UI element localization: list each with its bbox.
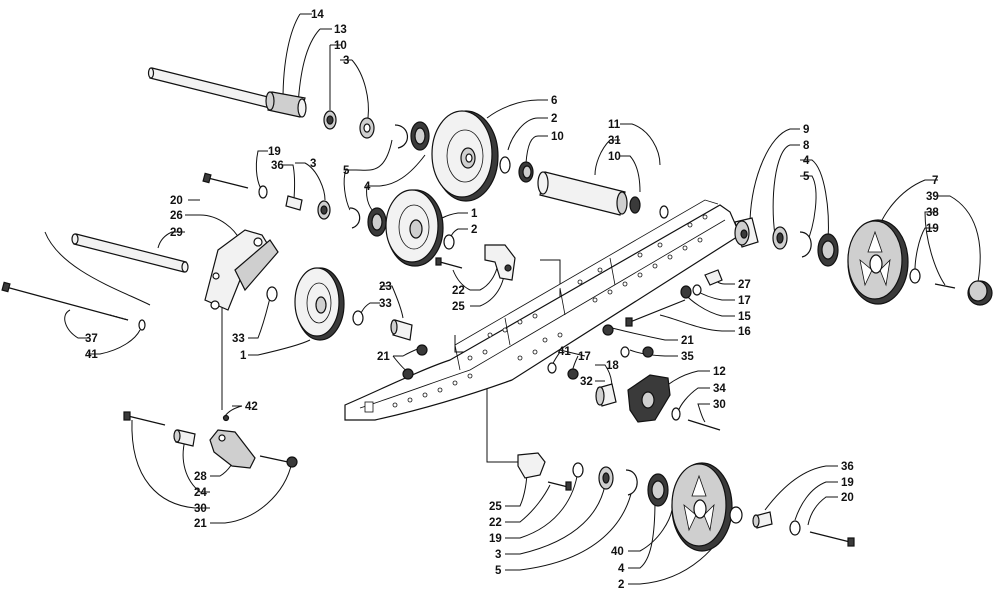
callout-18: 18 — [606, 360, 619, 372]
callout-labels: 14 13 10 3 6 2 10 11 31 10 9 8 4 5 7 39 … — [85, 9, 939, 591]
callout-13: 13 — [334, 24, 347, 36]
shock-bracket-upper — [435, 244, 516, 281]
callout-22: 22 — [452, 285, 465, 297]
spacer-washer-nut — [499, 156, 534, 183]
callout-5: 5 — [803, 171, 810, 183]
callout-35: 35 — [681, 351, 694, 363]
callout-16: 16 — [738, 326, 751, 338]
callout-5: 5 — [495, 565, 502, 577]
callout-6: 6 — [551, 95, 557, 107]
callout-3: 3 — [343, 55, 349, 67]
top-bearing-stack — [323, 110, 430, 151]
callout-28: 28 — [194, 471, 207, 483]
shock-bracket-lower — [517, 452, 584, 491]
callout-19: 19 — [926, 223, 939, 235]
lower-wheel-stack — [598, 462, 743, 552]
main-axle-shaft — [147, 67, 307, 118]
callout-22: 22 — [489, 517, 502, 529]
callout-33: 33 — [232, 333, 245, 345]
callout-1: 1 — [240, 350, 247, 362]
center-nuts — [402, 324, 654, 380]
callout-19: 19 — [841, 477, 854, 489]
callout-19: 19 — [489, 533, 502, 545]
callout-29: 29 — [170, 227, 183, 239]
callout-10: 10 — [551, 131, 564, 143]
callout-26: 26 — [170, 210, 183, 222]
spacer-tube-11 — [537, 171, 669, 219]
callout-8: 8 — [803, 140, 810, 152]
left-bolt-spacer-bearing — [202, 172, 387, 237]
callout-40: 40 — [611, 546, 624, 558]
callout-31: 31 — [608, 135, 621, 147]
callout-33: 33 — [379, 298, 392, 310]
callout-36: 36 — [271, 160, 284, 172]
callout-17: 17 — [738, 295, 751, 307]
rear-axle-stack — [734, 217, 839, 267]
callout-4: 4 — [803, 155, 810, 167]
callout-2: 2 — [618, 579, 624, 591]
callout-34: 34 — [713, 383, 726, 395]
callout-38: 38 — [926, 207, 939, 219]
callout-2: 2 — [471, 224, 477, 236]
callout-1: 1 — [471, 208, 478, 220]
idler-wheel-1-lower — [266, 267, 364, 341]
bumper-block-12 — [595, 374, 721, 431]
callout-2: 2 — [551, 113, 557, 125]
callout-41: 41 — [558, 346, 571, 358]
callout-5: 5 — [343, 165, 350, 177]
callout-15: 15 — [738, 311, 751, 323]
idler-wheel-6 — [431, 110, 499, 202]
callout-4: 4 — [618, 563, 625, 575]
callout-25: 25 — [452, 301, 465, 313]
callout-21: 21 — [377, 351, 390, 363]
callout-17: 17 — [578, 351, 591, 363]
pivot-arm-26 — [204, 229, 279, 311]
long-bolt — [1, 281, 146, 331]
callout-4: 4 — [364, 181, 371, 193]
callout-20: 20 — [841, 492, 854, 504]
callout-3: 3 — [495, 549, 501, 561]
link-arm-28 — [123, 411, 298, 469]
lower-right-hardware — [752, 511, 855, 547]
callout-32: 32 — [580, 376, 593, 388]
callout-20: 20 — [170, 195, 183, 207]
callout-3: 3 — [310, 158, 316, 170]
slide-rail-frame — [344, 199, 741, 421]
callout-24: 24 — [194, 487, 207, 499]
callout-30: 30 — [713, 399, 726, 411]
callout-25: 25 — [489, 501, 502, 513]
callout-9: 9 — [803, 124, 809, 136]
callout-10: 10 — [334, 40, 347, 52]
callout-7: 7 — [932, 175, 938, 187]
callout-14: 14 — [311, 9, 324, 21]
callout-27: 27 — [738, 279, 751, 291]
callout-41: 41 — [85, 349, 98, 361]
callout-42: 42 — [245, 401, 258, 413]
callout-11: 11 — [608, 119, 621, 131]
callout-21: 21 — [681, 335, 694, 347]
callout-19: 19 — [268, 146, 281, 158]
rear-wheel-7 — [847, 219, 993, 306]
callout-39: 39 — [926, 191, 939, 203]
idler-wheel-1-upper — [385, 189, 455, 267]
callout-12: 12 — [713, 366, 726, 378]
bushing-23 — [390, 319, 413, 341]
right-center-hardware — [625, 269, 723, 327]
callout-23: 23 — [379, 281, 392, 293]
cross-shaft — [71, 233, 189, 273]
callout-21: 21 — [194, 518, 207, 530]
callout-30: 30 — [194, 503, 207, 515]
callout-10: 10 — [608, 151, 621, 163]
callout-36: 36 — [841, 461, 854, 473]
callout-37: 37 — [85, 333, 98, 345]
